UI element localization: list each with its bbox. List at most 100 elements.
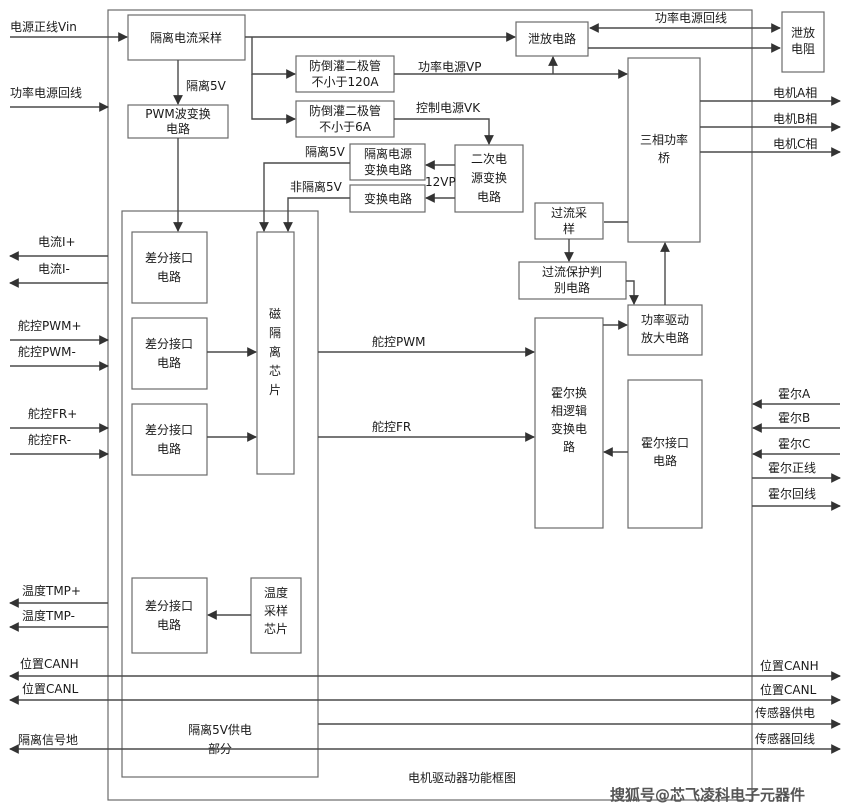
temp-sample-chip-block: 温度 采样 芯片 bbox=[250, 577, 302, 654]
label-pwm-mid: 舵控PWM bbox=[372, 334, 425, 349]
svg-text:芯: 芯 bbox=[269, 364, 281, 378]
svg-text:采样: 采样 bbox=[264, 603, 288, 618]
svg-text:霍尔接口: 霍尔接口 bbox=[641, 435, 689, 450]
svg-text:泄放电路: 泄放电路 bbox=[528, 31, 576, 46]
three-phase-bridge-block: 三相功率 桥 bbox=[627, 57, 701, 243]
svg-text:三相功率: 三相功率 bbox=[640, 132, 688, 147]
pwm-convert-block: PWM波变换 电路 bbox=[127, 104, 229, 139]
diff-interface-block-pwm: 差分接口 电路 bbox=[131, 317, 208, 390]
svg-text:不小于6A: 不小于6A bbox=[319, 120, 372, 134]
label-iso5v-2: 隔离5V bbox=[305, 144, 346, 159]
label-power-return-top: 功率电源回线 bbox=[655, 10, 727, 25]
wires bbox=[9, 23, 841, 754]
label-motor-c: 电机C相 bbox=[773, 137, 817, 151]
label-cur-p: 电流I+ bbox=[38, 235, 76, 249]
label-tmp-p: 温度TMP+ bbox=[22, 583, 81, 598]
svg-text:电阻: 电阻 bbox=[791, 42, 815, 56]
svg-text:隔离电流采样: 隔离电流采样 bbox=[150, 30, 222, 45]
label-hall-a: 霍尔A bbox=[778, 386, 811, 401]
magnetic-isolation-chip-block: 磁 隔 离 芯 片 bbox=[256, 231, 295, 475]
label-canl-right: 位置CANL bbox=[760, 682, 817, 697]
secondary-psu-block: 二次电 源变换 电路 bbox=[454, 144, 524, 213]
label-vin: 电源正线Vin bbox=[10, 20, 77, 34]
label-power-return-left: 功率电源回线 bbox=[10, 85, 82, 100]
label-fr-n: 舵控FR- bbox=[28, 432, 71, 447]
label-motor-b: 电机B相 bbox=[773, 112, 817, 126]
diff-interface-block-current: 差分接口 电路 bbox=[131, 231, 208, 304]
oc-protect-block: 过流保护判 别电路 bbox=[518, 261, 627, 300]
svg-text:变换电路: 变换电路 bbox=[364, 162, 412, 177]
label-vp: 功率电源VP bbox=[418, 59, 481, 74]
svg-text:电路: 电路 bbox=[157, 269, 181, 284]
svg-text:离: 离 bbox=[269, 344, 281, 359]
svg-text:别电路: 别电路 bbox=[554, 280, 590, 295]
svg-text:防倒灌二极管: 防倒灌二极管 bbox=[309, 103, 381, 118]
svg-text:电路: 电路 bbox=[653, 453, 677, 468]
svg-text:放大电路: 放大电路 bbox=[641, 330, 689, 345]
svg-text:变换电路: 变换电路 bbox=[364, 191, 412, 206]
hall-logic-block: 霍尔换 相逻辑 变换电 路 bbox=[534, 317, 604, 529]
label-fr-mid: 舵控FR bbox=[372, 419, 411, 434]
diff-interface-block-temp: 差分接口 电路 bbox=[131, 577, 208, 654]
svg-text:功率驱动: 功率驱动 bbox=[641, 312, 689, 327]
iso-psu-convert-block: 隔离电源 变换电路 bbox=[349, 143, 426, 181]
label-canh-left: 位置CANH bbox=[20, 656, 79, 671]
svg-text:变换电: 变换电 bbox=[551, 421, 587, 436]
label-hall-ret: 霍尔回线 bbox=[768, 486, 816, 501]
label-pwm-n: 舵控PWM- bbox=[18, 344, 76, 359]
svg-text:片: 片 bbox=[269, 383, 281, 397]
diode-6a-block: 防倒灌二极管 不小于6A bbox=[295, 100, 395, 138]
svg-text:差分接口: 差分接口 bbox=[145, 250, 193, 265]
label-non-iso5v: 非隔离5V bbox=[290, 179, 343, 194]
bleed-circuit-block: 泄放电路 bbox=[515, 21, 589, 57]
label-sensor-ret: 传感器回线 bbox=[755, 731, 815, 746]
svg-text:差分接口: 差分接口 bbox=[145, 422, 193, 437]
svg-text:隔: 隔 bbox=[269, 326, 281, 340]
watermark: 搜狐号@芯飞凌科电子元器件 bbox=[610, 786, 805, 804]
diff-interface-block-fr: 差分接口 电路 bbox=[131, 403, 208, 476]
svg-text:相逻辑: 相逻辑 bbox=[551, 404, 587, 418]
svg-text:过流采: 过流采 bbox=[551, 206, 587, 220]
svg-text:源变换: 源变换 bbox=[471, 170, 507, 185]
svg-text:隔离电源: 隔离电源 bbox=[364, 146, 412, 161]
svg-text:电路: 电路 bbox=[477, 189, 501, 204]
label-iso-gnd: 隔离信号地 bbox=[18, 732, 78, 747]
diode-120a-block: 防倒灌二极管 不小于120A bbox=[295, 55, 395, 93]
iso-current-sample-block: 隔离电流采样 bbox=[127, 14, 246, 61]
svg-text:电路: 电路 bbox=[157, 441, 181, 456]
label-motor-a: 电机A相 bbox=[773, 86, 817, 100]
label-vk: 控制电源VK bbox=[416, 101, 481, 115]
label-hall-b: 霍尔B bbox=[778, 410, 810, 425]
convert-block: 变换电路 bbox=[349, 184, 426, 213]
svg-text:路: 路 bbox=[563, 439, 575, 454]
svg-text:差分接口: 差分接口 bbox=[145, 336, 193, 351]
hall-interface-block: 霍尔接口 电路 bbox=[627, 379, 703, 529]
svg-text:PWM波变换: PWM波变换 bbox=[145, 106, 210, 121]
label-sensor-pwr: 传感器供电 bbox=[755, 705, 815, 720]
svg-text:二次电: 二次电 bbox=[471, 152, 507, 166]
label-canh-right: 位置CANH bbox=[760, 658, 819, 673]
label-hall-c: 霍尔C bbox=[778, 436, 810, 451]
svg-text:隔离5V供电: 隔离5V供电 bbox=[188, 722, 252, 737]
label-cur-n: 电流I- bbox=[38, 262, 70, 276]
svg-text:电路: 电路 bbox=[166, 121, 190, 136]
svg-text:芯片: 芯片 bbox=[264, 622, 288, 636]
label-pwm-p: 舵控PWM+ bbox=[18, 318, 82, 333]
label-hall-pos: 霍尔正线 bbox=[768, 460, 816, 475]
label-12vp: 12VP bbox=[425, 175, 456, 189]
svg-text:过流保护判: 过流保护判 bbox=[542, 265, 602, 279]
label-fr-p: 舵控FR+ bbox=[28, 406, 77, 421]
svg-text:差分接口: 差分接口 bbox=[145, 598, 193, 613]
svg-text:电路: 电路 bbox=[157, 617, 181, 632]
oc-sample-block: 过流采 样 bbox=[534, 202, 604, 240]
label-canl-left: 位置CANL bbox=[22, 681, 79, 696]
svg-text:不小于120A: 不小于120A bbox=[311, 75, 379, 89]
diagram-title: 电机驱动器功能框图 bbox=[408, 771, 516, 785]
svg-text:防倒灌二极管: 防倒灌二极管 bbox=[309, 58, 381, 73]
label-iso5v: 隔离5V bbox=[186, 78, 227, 93]
svg-text:温度: 温度 bbox=[264, 585, 288, 600]
svg-text:桥: 桥 bbox=[658, 151, 670, 165]
svg-text:磁: 磁 bbox=[269, 306, 281, 321]
label-tmp-n: 温度TMP- bbox=[22, 608, 75, 623]
